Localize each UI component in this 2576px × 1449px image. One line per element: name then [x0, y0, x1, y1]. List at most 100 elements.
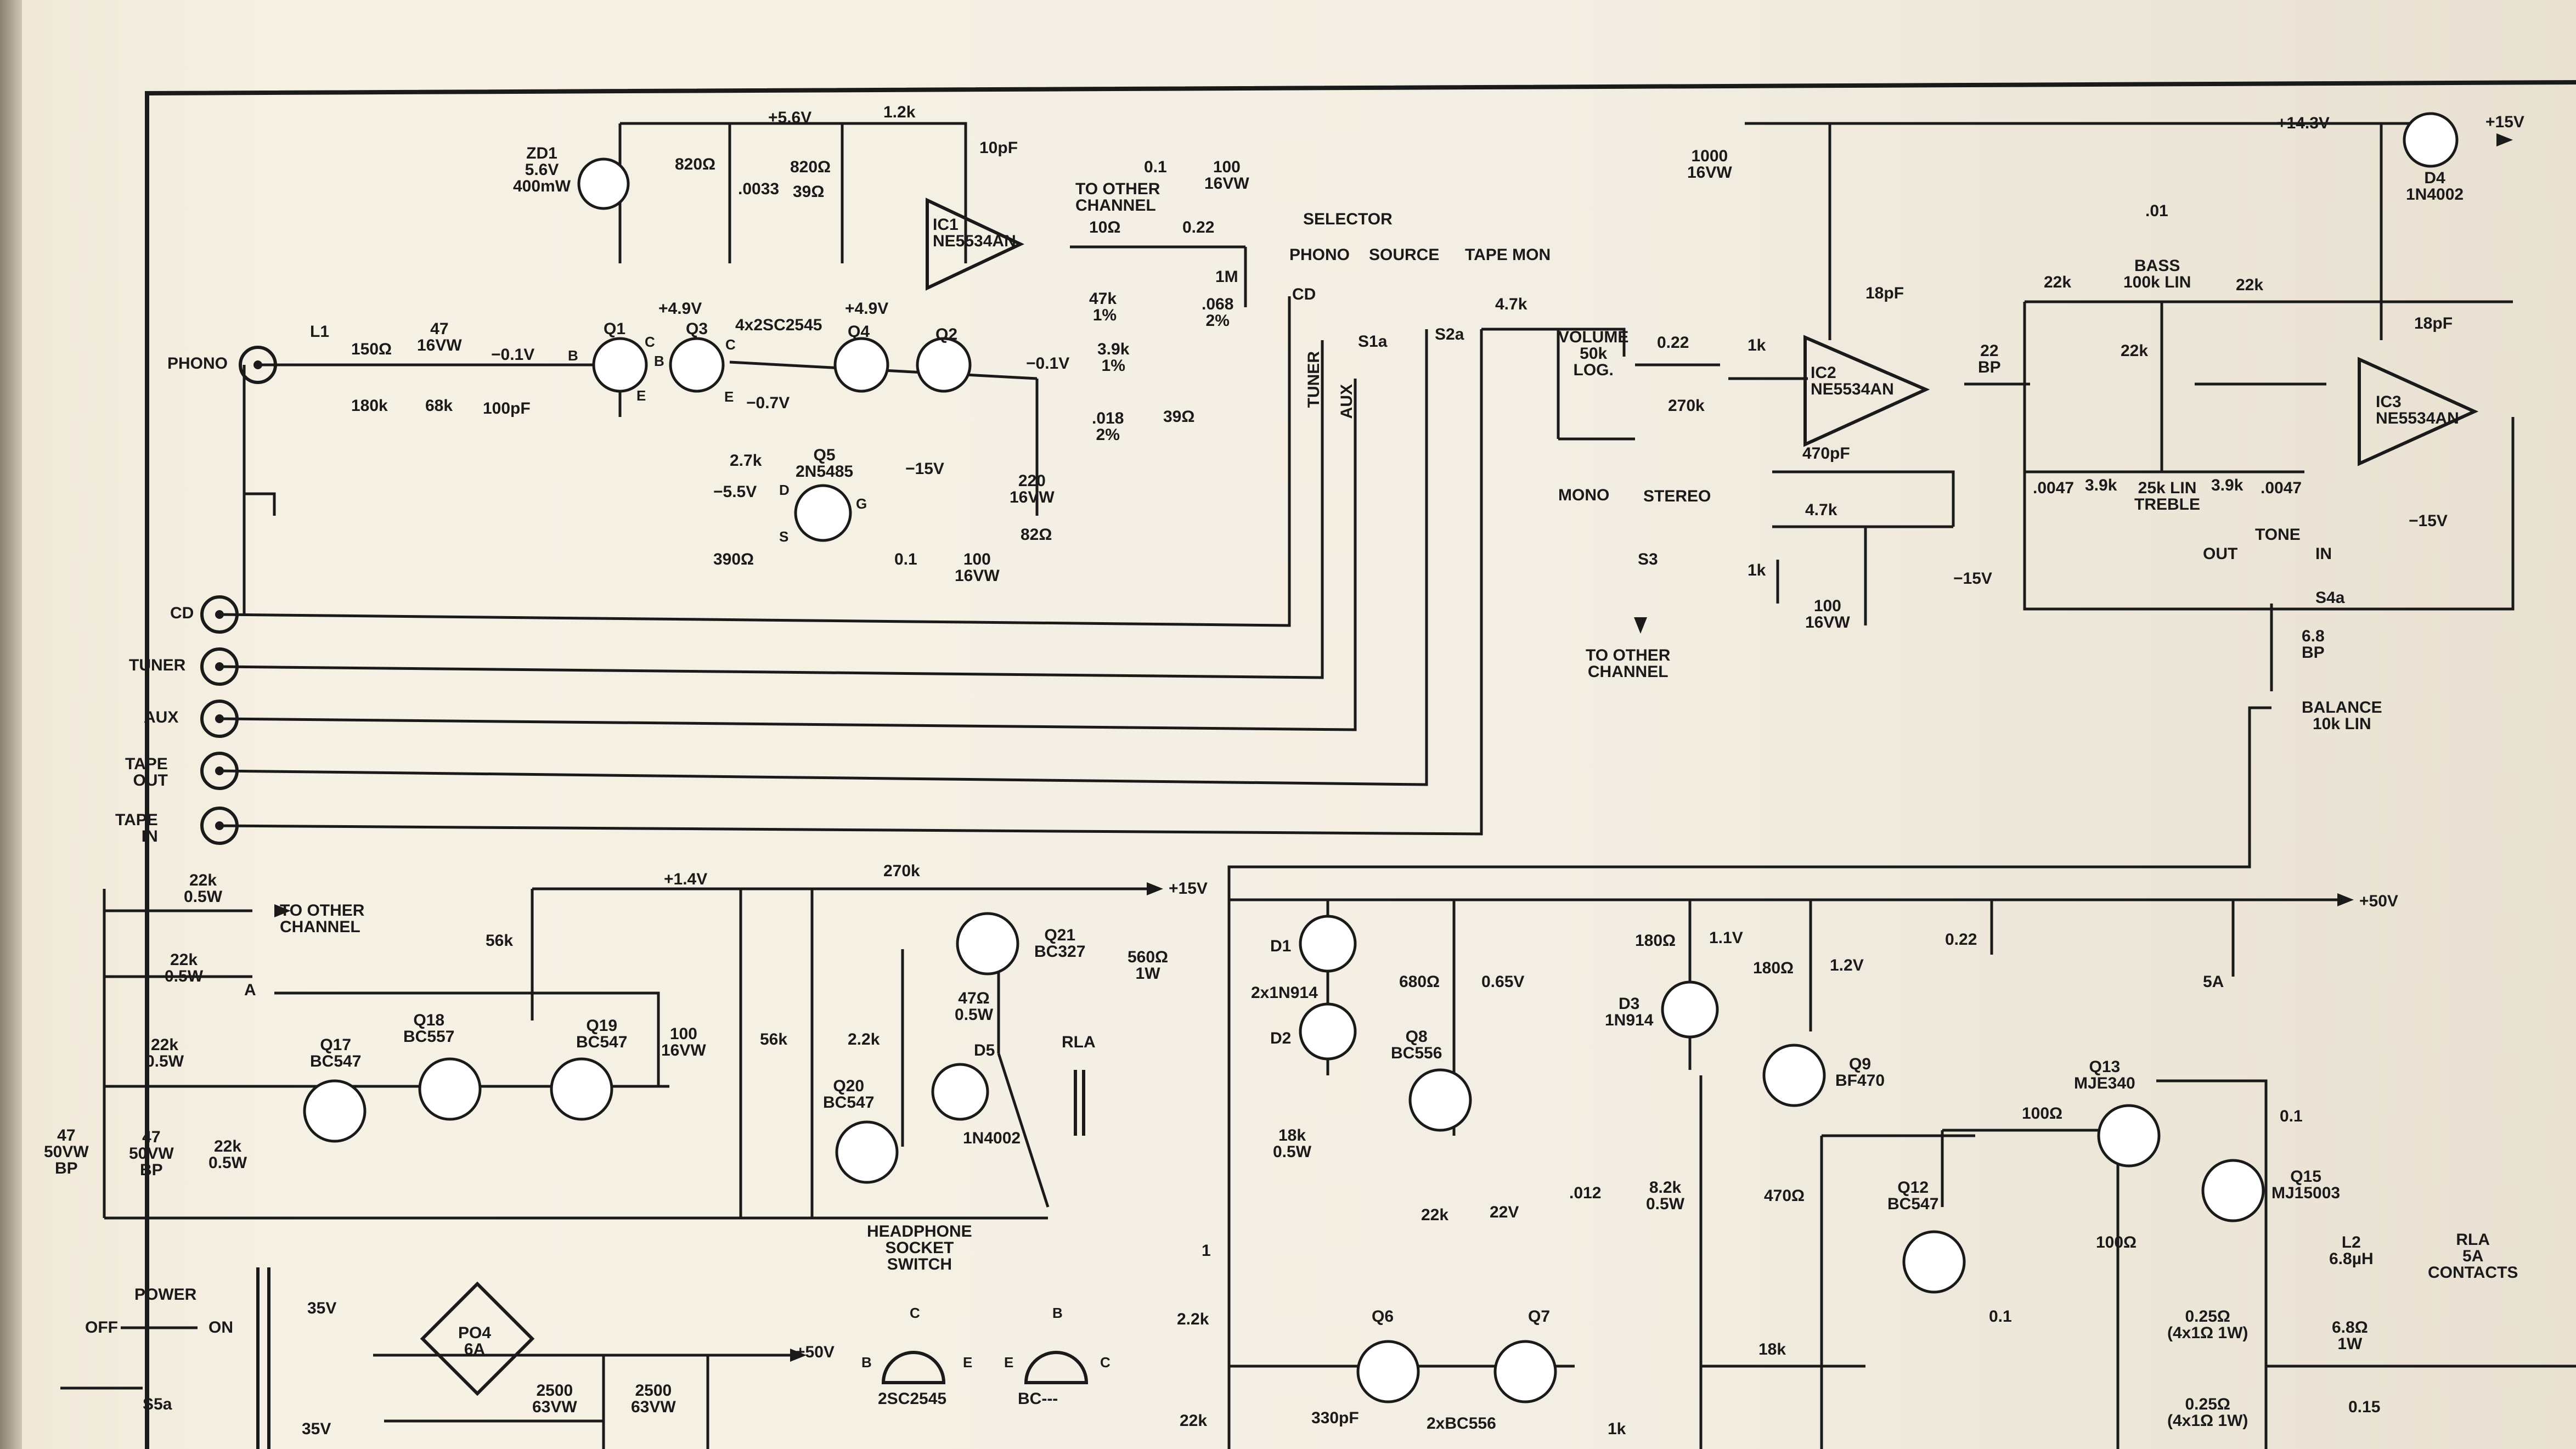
label-q12: Q12 BC547 — [1887, 1179, 1939, 1213]
label-q1: Q1 — [604, 320, 626, 338]
label-r82: 82Ω — [1021, 526, 1052, 544]
label-hp-switch: HEADPHONE SOCKET SWITCH — [867, 1222, 972, 1273]
rail-14v3: +14.3V — [2277, 114, 2330, 132]
label-r22k-b: 22k — [2236, 276, 2264, 294]
voltage-4v9a: +4.9V — [658, 300, 702, 318]
pinout-2sc2545 — [881, 1351, 946, 1384]
label-q5: Q5 2N5485 — [796, 446, 854, 481]
label-s5a: S5a — [143, 1395, 172, 1413]
label-q18: Q18 BC557 — [403, 1011, 455, 1046]
label-s1a: S1a — [1358, 332, 1388, 351]
pin-e-2sc: E — [963, 1354, 973, 1371]
pin-s-q5: S — [779, 528, 789, 545]
voltage-m01b: −0.1V — [1026, 354, 1070, 373]
label-volume: VOLUME 50k LOG. — [1558, 328, 1629, 379]
label-r22k-hp3: 22k 0.5W — [145, 1036, 184, 1070]
label-r180b: 180Ω — [1753, 959, 1794, 977]
ic1-symbol — [926, 198, 1025, 291]
page-edge — [0, 0, 22, 1449]
label-c68bp: 6.8 BP — [2302, 627, 2325, 662]
label-treble: 25k LIN TREBLE — [2134, 479, 2200, 514]
label-rla-contacts: RLA 5A CONTACTS — [2428, 1231, 2518, 1282]
pin-e-q1: E — [636, 387, 646, 404]
label-d1-type: 2x1N914 — [1251, 984, 1318, 1002]
q1-symbol — [592, 337, 648, 393]
label-balance: BALANCE 10k LIN — [2302, 698, 2382, 733]
label-q7: Q7 — [1528, 1307, 1551, 1326]
d2-symbol — [1299, 1002, 1357, 1061]
label-r47k-b: 4.7k — [1495, 295, 1527, 313]
label-r56k-a: 56k — [486, 932, 514, 950]
label-power: POWER — [134, 1286, 197, 1304]
label-r22k-a: 22k — [2044, 273, 2072, 291]
pin-c-q3: C — [725, 336, 736, 353]
label-c015: 0.15 — [2348, 1398, 2381, 1416]
label-v35b: 35V — [302, 1420, 331, 1438]
label-c01a: 0.1 — [1144, 158, 1167, 176]
label-r82k: 8.2k 0.5W — [1646, 1179, 1685, 1213]
pin-g-q5: G — [856, 495, 867, 512]
schematic-frame — [145, 80, 2576, 1449]
label-r18k: 18k 0.5W — [1273, 1126, 1312, 1161]
label-r1k-c: 1k — [1608, 1420, 1626, 1438]
label-on: ON — [208, 1318, 233, 1337]
label-d5: D5 — [974, 1041, 995, 1059]
label-r22k-hp2: 22k 0.5W — [165, 951, 204, 985]
label-c0033: .0033 — [738, 180, 780, 198]
label-mono: MONO — [1558, 486, 1610, 504]
q20-symbol — [835, 1120, 899, 1184]
label-tone-out: OUT — [2203, 545, 2238, 563]
d3-symbol — [1661, 980, 1719, 1039]
label-c022c: 0.22 — [1945, 931, 1977, 949]
label-r270k: 270k — [1668, 397, 1705, 415]
label-c0047b: .0047 — [2261, 479, 2302, 497]
label-q2: Q2 — [935, 325, 958, 343]
d1-symbol — [1299, 915, 1357, 973]
label-r270k-b: 270k — [883, 862, 920, 880]
rail-p15-top: +15V — [2485, 113, 2524, 131]
label-c012: .012 — [1569, 1184, 1602, 1202]
label-r39b: 39Ω — [1163, 408, 1195, 426]
label-c220: 220 16VW — [1010, 472, 1055, 506]
label-tone: TONE — [2255, 526, 2301, 544]
rail-1v4: +1.4V — [664, 870, 708, 888]
label-q13: Q13 MJE340 — [2074, 1058, 2135, 1092]
label-q15: Q15 MJ15003 — [2271, 1168, 2341, 1202]
rail-p15-mid: +15V — [1169, 879, 1208, 898]
label-c22bp: 22 BP — [1978, 342, 2001, 376]
label-s2a: S2a — [1435, 325, 1464, 343]
label-r12k: 1.2k — [883, 103, 916, 121]
label-v065: 0.65V — [1481, 973, 1525, 991]
rail-m15b: −15V — [1953, 570, 1992, 588]
label-r18k-b: 18k — [1758, 1340, 1786, 1358]
label-s3: S3 — [1638, 550, 1658, 568]
pinout-bc — [1024, 1351, 1089, 1384]
pin-b-2sc: B — [861, 1354, 872, 1371]
label-r180k: 180k — [351, 397, 388, 415]
q3-symbol — [669, 337, 725, 393]
input-tape-out: TAPE OUT — [125, 755, 168, 790]
d5-symbol — [931, 1063, 989, 1121]
label-d3: D3 1N914 — [1605, 995, 1654, 1029]
label-to-other-a: TO OTHER CHANNEL — [1075, 180, 1160, 215]
label-c47a: 47 16VW — [417, 320, 462, 354]
label-zd1: ZD1 5.6V 400mW — [513, 144, 571, 195]
label-off: OFF — [85, 1318, 118, 1337]
label-c10pf-a: 10pF — [979, 139, 1018, 157]
label-r39k: 3.9k 1% — [1097, 340, 1130, 375]
label-sel-phono: PHONO — [1289, 246, 1350, 264]
label-r22k-g: 22k — [1180, 1412, 1208, 1430]
label-c470pf: 470pF — [1802, 444, 1850, 463]
label-re2: 0.25Ω (4x1Ω 1W) — [2167, 1395, 2248, 1430]
zd1-symbol — [577, 157, 630, 210]
label-c100pf: 100pF — [483, 399, 531, 418]
label-c100c: 100 16VW — [1805, 597, 1850, 632]
q2-symbol — [916, 337, 972, 393]
label-v35a: 35V — [307, 1299, 337, 1317]
voltage-m01a: −0.1V — [491, 346, 535, 364]
label-tone-in: IN — [2315, 545, 2332, 563]
label-r47-05: 47Ω 0.5W — [955, 989, 994, 1024]
label-c018: .018 2% — [1092, 409, 1124, 444]
label-c100a: 100 16VW — [1204, 158, 1249, 193]
